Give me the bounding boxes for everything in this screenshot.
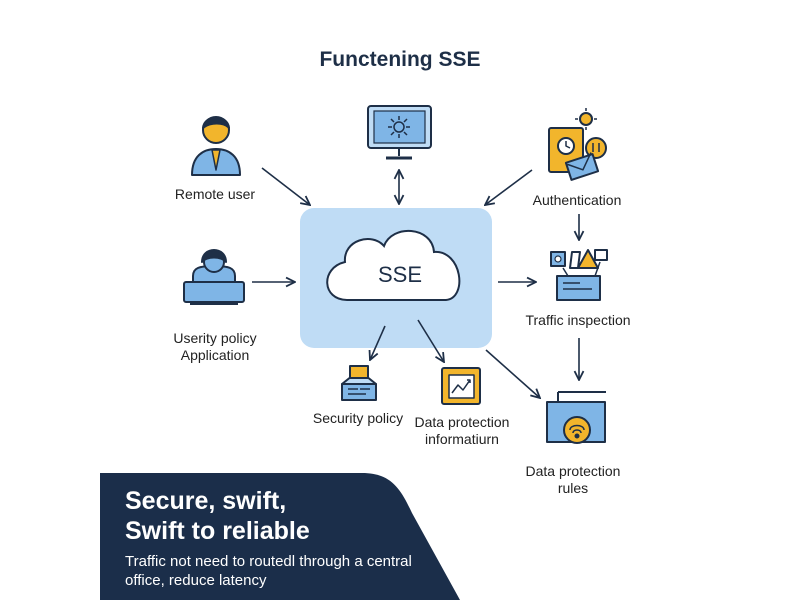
banner-body-text: Traffic not need to routedl through a ce… [125, 553, 412, 589]
info-banner [100, 473, 460, 600]
userity-policy-label: Userity policy [173, 330, 257, 346]
monitor-icon [367, 105, 432, 160]
authentication-icon [548, 108, 607, 181]
authentication-label: Authentication [532, 192, 622, 208]
arrow-data-info [417, 319, 444, 362]
arrow-remote-user [261, 167, 310, 205]
security-policy-label: Security policy [312, 410, 404, 426]
application-label: Application [180, 347, 250, 363]
banner-background [100, 473, 460, 600]
data-protection-rules-icon [546, 391, 606, 444]
arrow-data-rules [485, 349, 540, 398]
application-user-icon [183, 249, 245, 305]
remote-user-icon [191, 116, 241, 176]
arrow-security-policy [370, 325, 386, 360]
cloud-icon [326, 230, 461, 301]
remote-user-label: Remote user [174, 186, 256, 202]
hub-label: SSE [377, 262, 423, 287]
chart-document-icon [441, 367, 481, 405]
data-protection-rules-label-1: Data protection [525, 463, 621, 479]
banner-heading-line-1: Secure, swift, [125, 487, 287, 515]
traffic-inspection-label: Traffic inspection [525, 312, 631, 328]
sse-hub [300, 208, 492, 348]
data-protection-info-label-2: informatiurn [425, 431, 499, 447]
security-policy-icon [341, 365, 377, 401]
diagram-title: Functening SSE [319, 48, 481, 71]
traffic-inspection-icon [550, 249, 608, 301]
connectors [252, 167, 579, 398]
data-protection-info-label-1: Data protection [414, 414, 510, 430]
banner-heading-line-2: Swift to reliable [125, 517, 310, 545]
arrow-authentication-hub [485, 169, 533, 205]
data-protection-rules-label-2: rules [557, 480, 589, 496]
